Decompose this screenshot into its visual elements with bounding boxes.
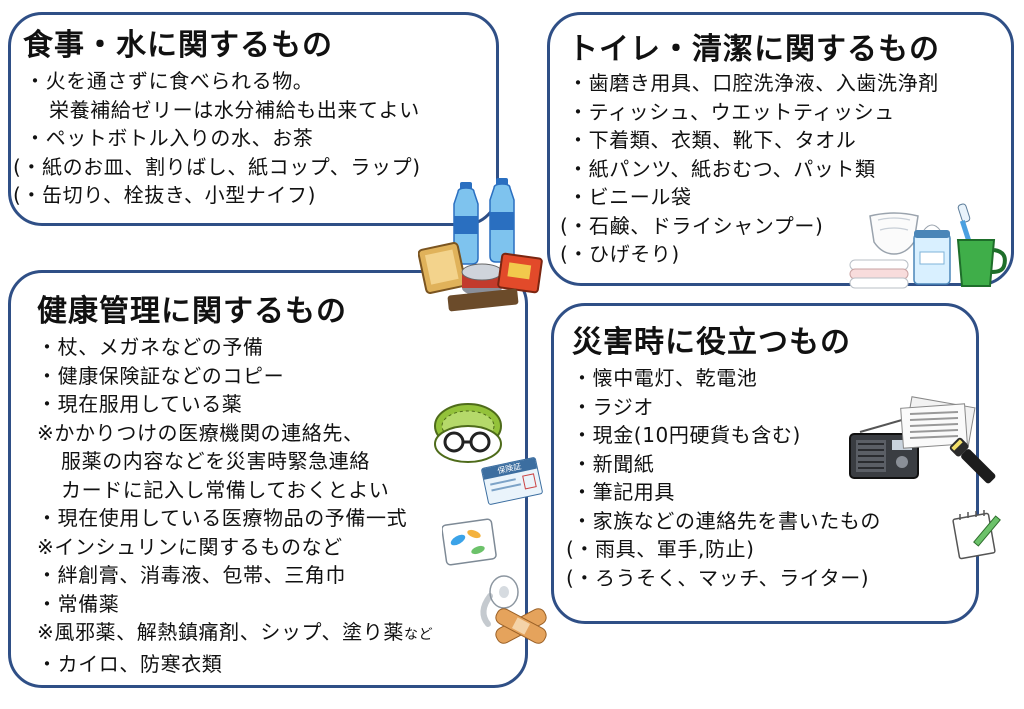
tissue-icon — [913, 224, 951, 285]
list-item: (・石鹸、ドライシャンプー) — [560, 213, 824, 238]
food-water-list: ・火を通さずに食べられる物。 栄養補給ゼリーは水分補給も出来てよい ・ペットボト… — [13, 67, 421, 210]
list-item: ・新聞紙 — [572, 451, 655, 476]
newspaper-icon — [900, 396, 976, 449]
toilet-hygiene-card: トイレ・清潔に関するもの ・歯磨き用具、口腔洗浄液、入歯洗浄剤 ・ティッシュ、ウ… — [547, 12, 1014, 286]
canned-food-icon — [418, 242, 543, 312]
list-item: ・常備薬 — [37, 591, 120, 616]
list-item: ※インシュリンに関するものなど — [37, 534, 343, 559]
list-item: 栄養補給ゼリーは水分補給も出来てよい — [49, 97, 420, 122]
list-item: ・ビニール袋 — [568, 185, 692, 209]
bandage-icon — [480, 575, 547, 644]
list-item: ・現在服用している薬 — [37, 392, 243, 416]
diaper-icon — [869, 212, 919, 255]
water-bottle-icon — [453, 178, 515, 265]
radio-icon — [849, 415, 919, 479]
list-item: ・ティッシュ、ウエットティッシュ — [568, 99, 895, 124]
list-item: (・ろうそく、マッチ、ライター) — [566, 565, 870, 590]
list-item: ・カイロ、防寒衣類 — [37, 651, 223, 676]
list-item: (・雨具、軍手,防止) — [566, 537, 755, 561]
food-water-title: 食事・水に関するもの — [23, 28, 333, 63]
glasses-case-icon — [434, 403, 502, 463]
list-item: ・杖、メガネなどの予備 — [37, 335, 264, 359]
notepad-icon — [952, 510, 1001, 560]
list-item: (・ひげそり) — [560, 242, 680, 266]
health-management-card: 健康管理に関するもの ・杖、メガネなどの予備 ・健康保険証などのコピー ・現在服… — [8, 270, 528, 688]
towel-icon — [849, 259, 909, 289]
list-item: (・紙のお皿、割りばし、紙コップ、ラップ) — [13, 154, 421, 179]
list-item: ・下着類、衣類、靴下、タオル — [568, 128, 857, 152]
toothbrush-cup-icon — [956, 203, 1007, 287]
list-item: ※かかりつけの医療機関の連絡先、 — [37, 420, 364, 445]
toilet-hygiene-list: ・歯磨き用具、口腔洗浄液、入歯洗浄剤 ・ティッシュ、ウエットティッシュ ・下着類… — [560, 69, 939, 269]
list-item: ※風邪薬、解熱鎮痛剤、シップ、塗り薬など — [37, 618, 433, 650]
list-item: ・火を通さずに食べられる物。 — [25, 69, 314, 93]
list-item-text: ※風邪薬、解熱鎮痛剤、シップ、塗り薬 — [37, 620, 404, 644]
list-item: ・家族などの連絡先を書いたもの — [572, 508, 881, 533]
disaster-items-list: ・懐中電灯、乾電池 ・ラジオ ・現金(10円硬貨も含む) ・新聞紙 ・筆記用具 … — [566, 364, 881, 592]
food-water-card: 食事・水に関するもの ・火を通さずに食べられる物。 栄養補給ゼリーは水分補給も出… — [8, 12, 499, 226]
list-item: ・現在使用している医療物品の予備一式 — [37, 506, 408, 530]
list-item-suffix: など — [403, 627, 434, 643]
list-item: ・絆創膏、消毒液、包帯、三角巾 — [37, 563, 346, 587]
list-item: (・缶切り、栓抜き、小型ナイフ) — [13, 183, 317, 207]
list-item: 服薬の内容などを災害時緊急連絡 — [61, 449, 370, 473]
list-item: ・歯磨き用具、口腔洗浄液、入歯洗浄剤 — [568, 71, 939, 95]
list-item: ・紙パンツ、紙おむつ、パット類 — [568, 156, 876, 181]
list-item: ・ペットボトル入りの水、お茶 — [25, 126, 314, 150]
list-item: ・筆記用具 — [572, 480, 675, 504]
list-item: ・懐中電灯、乾電池 — [572, 366, 758, 390]
health-management-list: ・杖、メガネなどの予備 ・健康保険証などのコピー ・現在服用している薬 ※かかり… — [37, 333, 433, 678]
list-item: ・健康保険証などのコピー — [37, 363, 285, 388]
list-item: カードに記入し常備しておくとよい — [61, 477, 390, 502]
health-management-title: 健康管理に関するもの — [37, 294, 347, 329]
medicine-icon — [442, 518, 497, 566]
list-item: ・ラジオ — [572, 394, 654, 419]
toilet-hygiene-title: トイレ・清潔に関するもの — [568, 32, 940, 67]
disaster-items-title: 災害時に役立つもの — [572, 325, 851, 360]
flashlight-icon — [949, 437, 996, 484]
list-item: ・現金(10円硬貨も含む) — [572, 423, 801, 447]
